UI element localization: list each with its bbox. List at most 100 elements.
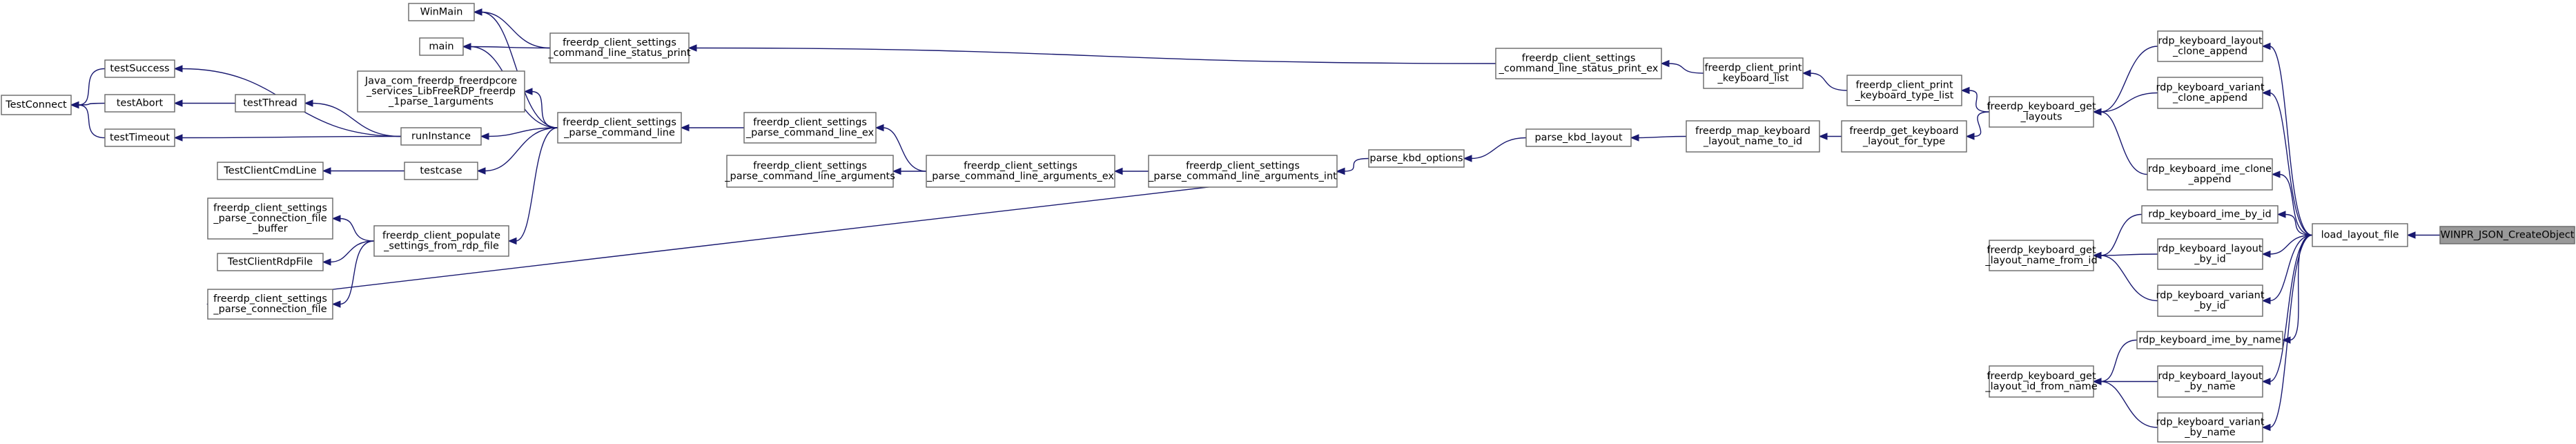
node-ime-by-name[interactable]: rdp_keyboard_ime_by_name <box>2136 331 2283 349</box>
edge-arrowhead <box>173 65 183 73</box>
node-print-keyboard-type-list[interactable]: freerdp_client_print_keyboard_type_list <box>1846 75 1962 106</box>
node-ime-by-id[interactable]: rdp_keyboard_ime_by_id <box>2141 205 2279 224</box>
node-box <box>1989 240 2094 271</box>
node-variant-by-id[interactable]: rdp_keyboard_variant_by_id <box>2156 284 2265 317</box>
node-testclientrdpfile[interactable]: TestClientRdpFile <box>217 253 324 271</box>
node-box <box>2157 412 2263 443</box>
node-box <box>1841 120 1967 153</box>
node-java-parse[interactable]: Java_com_freerdp_freerdpcore_services_Li… <box>357 70 525 113</box>
node-box <box>743 112 877 144</box>
node-box <box>1368 149 1465 168</box>
call-edge <box>1809 73 1848 91</box>
node-parse-cla[interactable]: freerdp_client_settings_parse_command_li… <box>724 155 895 188</box>
node-cmdline-status-print-ex[interactable]: freerdp_client_settings_command_line_sta… <box>1495 48 1662 79</box>
node-keyboard-get-layouts[interactable]: freerdp_keyboard_get_layouts <box>1987 96 2096 128</box>
node-label: freerdp_client_settings <box>753 161 867 172</box>
call-edge <box>469 46 551 49</box>
node-label: rdp_keyboard_variant <box>2156 82 2264 93</box>
node-label: rdp_keyboard_ime_by_id <box>2148 209 2271 220</box>
node-runinstance[interactable]: runInstance <box>400 127 482 146</box>
node-box <box>419 37 464 56</box>
node-label: _clone_append <box>2172 93 2247 104</box>
node-variant-clone-append[interactable]: rdp_keyboard_variant_clone_append <box>2156 77 2265 109</box>
node-parse-conn-file-buffer[interactable]: freerdp_client_settings_parse_connection… <box>207 197 333 240</box>
node-label: rdp_keyboard_ime_by_name <box>2138 335 2281 346</box>
edge-arrowhead <box>2261 42 2271 50</box>
node-winpr-json-createobject[interactable]: WINPR_JSON_CreateObject <box>2439 226 2575 244</box>
call-edge <box>1470 137 1527 160</box>
call-edge <box>1637 135 1687 139</box>
node-box <box>1 95 72 115</box>
node-parse-cla-int[interactable]: freerdp_client_settings_parse_command_li… <box>1148 155 1338 188</box>
node-get-layout-name-from-id[interactable]: freerdp_keyboard_get_layout_name_from_id <box>1984 240 2098 271</box>
node-label: testSuccess <box>110 64 169 75</box>
node-winmain[interactable]: WinMain <box>408 3 475 21</box>
call-edge <box>2269 234 2313 255</box>
node-label: _layout_name_to_id <box>1703 136 1802 147</box>
node-testconnect[interactable]: TestConnect <box>1 95 72 115</box>
node-label: _by_id <box>2194 300 2226 311</box>
graph-nodes: TestConnect testSuccess testAbort testTimeo… <box>1 3 2575 443</box>
node-box <box>207 197 333 240</box>
node-parse-command-line[interactable]: freerdp_client_settings_parse_command_li… <box>557 112 682 144</box>
edge-arrowhead <box>523 88 533 95</box>
node-parse-cla-ex[interactable]: freerdp_client_settings_parse_command_li… <box>926 155 1115 188</box>
node-label: freerdp_client_settings <box>1186 161 1300 172</box>
node-box <box>2157 77 2263 109</box>
node-testthread[interactable]: testThread <box>235 94 306 113</box>
call-edge <box>2100 253 2158 256</box>
node-ime-clone-append[interactable]: rdp_keyboard_ime_clone_append <box>2147 158 2273 191</box>
node-layout-by-name[interactable]: rdp_keyboard_layout_by_name <box>2157 365 2263 398</box>
call-edge <box>2100 380 2158 428</box>
edge-arrowhead <box>173 99 183 107</box>
call-edge <box>2279 173 2313 236</box>
edge-arrowhead <box>70 101 79 109</box>
node-main[interactable]: main <box>419 37 464 56</box>
node-testcase[interactable]: testcase <box>404 162 478 180</box>
node-label: rdp_keyboard_layout <box>2158 36 2262 47</box>
node-label: freerdp_client_settings <box>563 117 676 128</box>
node-get-keyboard-layout-for-type[interactable]: freerdp_get_keyboard_layout_for_type <box>1841 120 1967 153</box>
node-print-keyboard-list[interactable]: freerdp_client_print_keyboard_list <box>1703 57 1804 89</box>
node-get-layout-id-from-name[interactable]: freerdp_keyboard_get_layout_id_from_name <box>1984 365 2098 398</box>
node-box <box>1846 75 1962 106</box>
node-box <box>726 155 894 188</box>
node-label: freerdp_client_populate <box>382 231 500 242</box>
node-load-layout-file[interactable]: load_layout_file <box>2312 223 2408 247</box>
node-variant-by-name[interactable]: rdp_keyboard_variant_by_name <box>2156 412 2265 443</box>
node-box <box>1686 120 1820 153</box>
node-label: parse_kbd_layout <box>1534 133 1622 144</box>
edge-arrowhead <box>173 134 183 142</box>
node-testsuccess[interactable]: testSuccess <box>104 59 175 78</box>
node-label: _command_line_status_print_ex <box>1499 64 1659 75</box>
node-box <box>1148 155 1338 188</box>
node-label: WinMain <box>420 7 463 18</box>
node-label: _layout_for_type <box>1862 136 1945 147</box>
node-layout-by-id[interactable]: rdp_keyboard_layout_by_id <box>2157 238 2263 270</box>
call-edge <box>339 218 375 242</box>
node-label: WINPR_JSON_CreateObject <box>2441 230 2575 241</box>
node-label: _settings_from_rdp_file <box>383 241 499 252</box>
node-populate-settings[interactable]: freerdp_client_populate_settings_from_rd… <box>373 225 509 257</box>
node-label: _parse_command_line <box>563 128 675 139</box>
node-box <box>2157 365 2263 398</box>
node-testabort[interactable]: testAbort <box>104 94 175 113</box>
node-parse-kbd-options[interactable]: parse_kbd_options <box>1368 149 1465 168</box>
call-edge <box>311 102 402 137</box>
call-edge <box>2284 213 2313 236</box>
node-box <box>207 289 333 320</box>
edge-arrowhead <box>1660 59 1670 68</box>
node-cmdline-status-print[interactable]: freerdp_client_settings_command_line_sta… <box>547 32 691 64</box>
node-parse-command-line-ex[interactable]: freerdp_client_settings_parse_command_li… <box>743 112 877 144</box>
node-map-keyboard-layout[interactable]: freerdp_map_keyboard_layout_name_to_id <box>1686 120 1820 153</box>
edge-arrowhead <box>687 44 697 52</box>
node-layout-clone-append[interactable]: rdp_keyboard_layout_clone_append <box>2157 30 2263 62</box>
node-testtimeout[interactable]: testTimeout <box>104 128 175 147</box>
node-testclientcmdline[interactable]: TestClientCmdLine <box>217 162 324 180</box>
node-parse-conn-file[interactable]: freerdp_client_settings_parse_connection… <box>207 289 333 320</box>
node-parse-kbd-layout[interactable]: parse_kbd_layout <box>1525 128 1632 147</box>
node-label: freerdp_client_settings <box>213 293 327 305</box>
call-edge <box>2100 92 2158 113</box>
call-edge <box>480 11 558 128</box>
call-edge <box>484 127 558 172</box>
